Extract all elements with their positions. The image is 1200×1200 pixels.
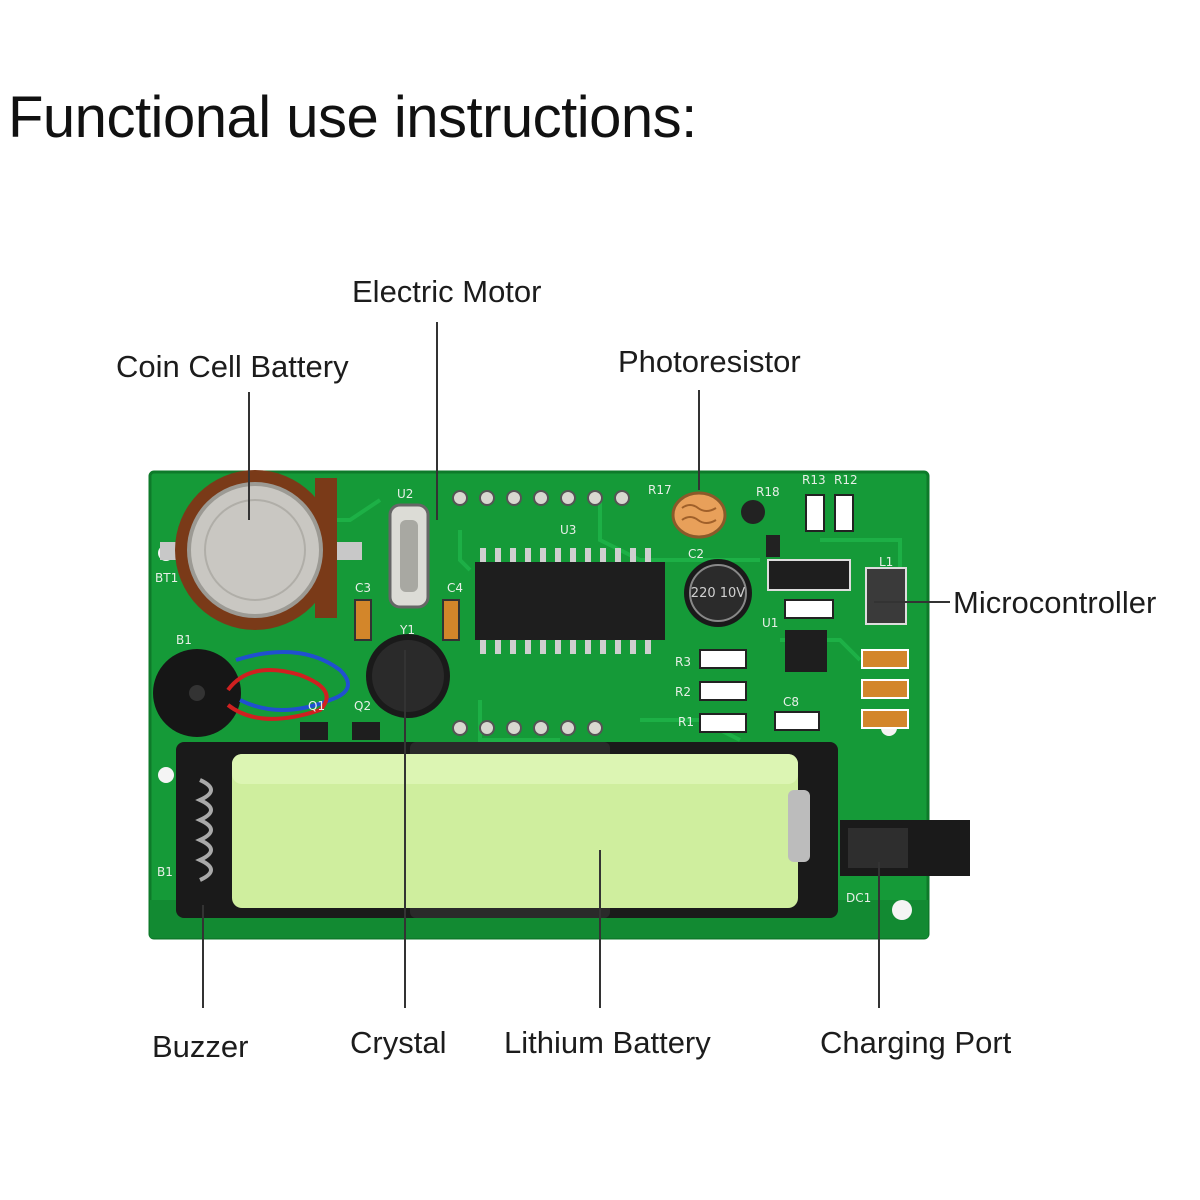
charging-port: [840, 820, 970, 876]
silk-u2: U2: [397, 487, 413, 501]
cap-value-label: 220 10V: [691, 586, 745, 601]
silk-r13: R13: [802, 473, 826, 487]
label-lithium-battery: Lithium Battery: [504, 1025, 711, 1060]
label-electric-motor: Electric Motor: [352, 274, 542, 309]
microcontroller: [767, 559, 907, 672]
coin-cell-battery: [160, 470, 362, 630]
silk-b1: B1: [176, 633, 192, 647]
silk-c4: C4: [447, 581, 463, 595]
electric-motor: [366, 634, 450, 718]
label-buzzer: Buzzer: [152, 1029, 249, 1064]
silk-dc1: DC1: [846, 891, 871, 905]
label-crystal: Crystal: [350, 1025, 447, 1060]
silk-l1: L1: [879, 555, 893, 569]
label-coin-cell-battery: Coin Cell Battery: [116, 349, 349, 384]
silk-c3: C3: [355, 581, 371, 595]
silk-r3: R3: [675, 655, 691, 669]
label-microcontroller: Microcontroller: [953, 585, 1157, 620]
crystal-oscillator: [388, 503, 430, 609]
silk-r2: R2: [675, 685, 691, 699]
buzzer: [153, 649, 241, 737]
silk-c2: C2: [688, 547, 704, 561]
photoresistor: [671, 491, 727, 539]
silk-u3: U3: [560, 523, 576, 537]
silk-r12: R12: [834, 473, 858, 487]
silk-y1: Y1: [399, 623, 415, 637]
u3-chip: [475, 548, 665, 654]
silk-q1: Q1: [308, 699, 325, 713]
silk-q2: Q2: [354, 699, 371, 713]
page-title: Functional use instructions:: [8, 85, 697, 150]
capacitor-c2: 220 10V: [684, 559, 752, 627]
silk-r1: R1: [678, 715, 694, 729]
silk-r17: R17: [648, 483, 672, 497]
silk-c8: C8: [783, 695, 799, 709]
lithium-battery: [176, 742, 838, 918]
silk-u1: U1: [762, 616, 778, 630]
silk-r18: R18: [756, 485, 780, 499]
silk-bt1: BT1: [155, 571, 178, 585]
silk-b1-holder: B1: [157, 865, 173, 879]
leader-lines: [202, 322, 950, 1008]
label-charging-port: Charging Port: [820, 1025, 1012, 1060]
label-photoresistor: Photoresistor: [618, 344, 801, 379]
